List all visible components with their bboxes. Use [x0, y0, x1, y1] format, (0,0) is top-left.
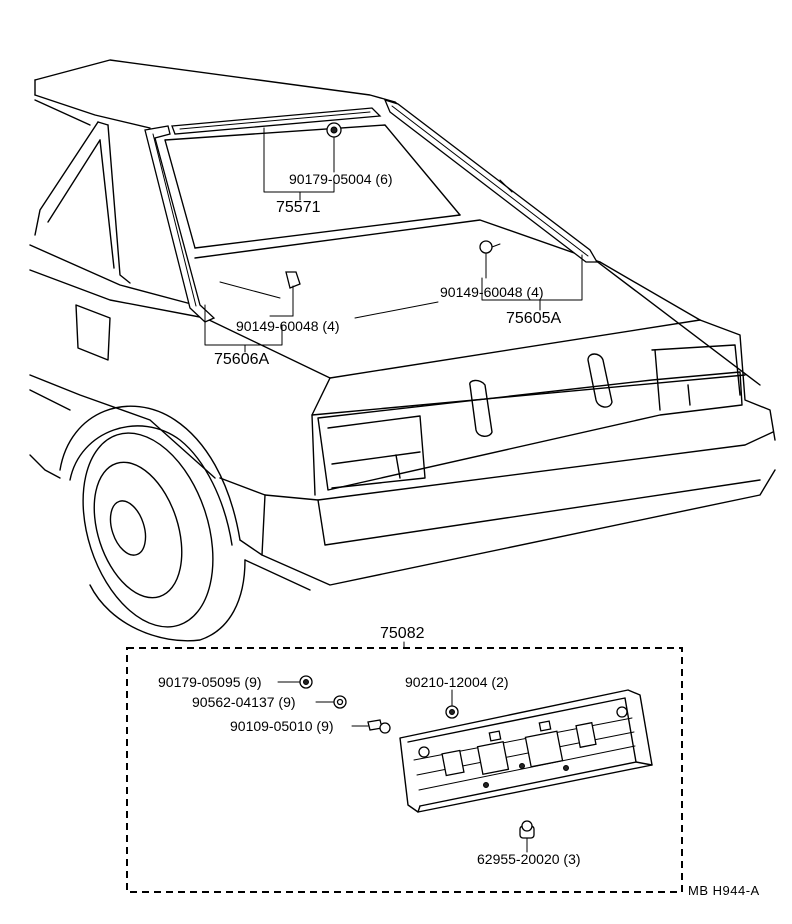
car-body-outline	[29, 59, 776, 642]
license-plate-bracket-icon	[399, 689, 653, 813]
right-side-molding	[383, 98, 599, 263]
callout-62955-20020: 62955-20020 (3)	[477, 851, 581, 867]
left-side-molding	[144, 125, 216, 323]
screw-icon	[479, 240, 501, 279]
callout-leaders	[204, 127, 583, 353]
figure-reference: MB H944-A	[688, 883, 760, 898]
callout-90179-05095: 90179-05095 (9)	[158, 674, 262, 690]
callout-90562-04137: 90562-04137 (9)	[192, 694, 296, 710]
nut-icon	[445, 689, 459, 719]
callout-90149-60048-right: 90149-60048 (4)	[440, 284, 544, 300]
callout-90179-05004: 90179-05004 (6)	[289, 171, 393, 187]
callout-75571: 75571	[276, 199, 321, 216]
callout-90210-12004: 90210-12004 (2)	[405, 674, 509, 690]
nut-icon	[277, 675, 313, 689]
roof-molding	[171, 107, 382, 135]
callout-75082: 75082	[380, 625, 425, 642]
washer-icon	[315, 695, 347, 709]
callout-90109-05010: 90109-05010 (9)	[230, 718, 334, 734]
bracket-assembly-box	[126, 641, 683, 893]
clip-icon	[326, 122, 342, 173]
bolt-icon	[351, 719, 391, 734]
callout-90149-60048-left: 90149-60048 (4)	[236, 318, 340, 334]
callout-75606A: 75606A	[214, 351, 270, 368]
screw-icon	[269, 271, 301, 317]
callout-75605A: 75605A	[506, 310, 562, 327]
grommet-icon	[519, 820, 535, 853]
